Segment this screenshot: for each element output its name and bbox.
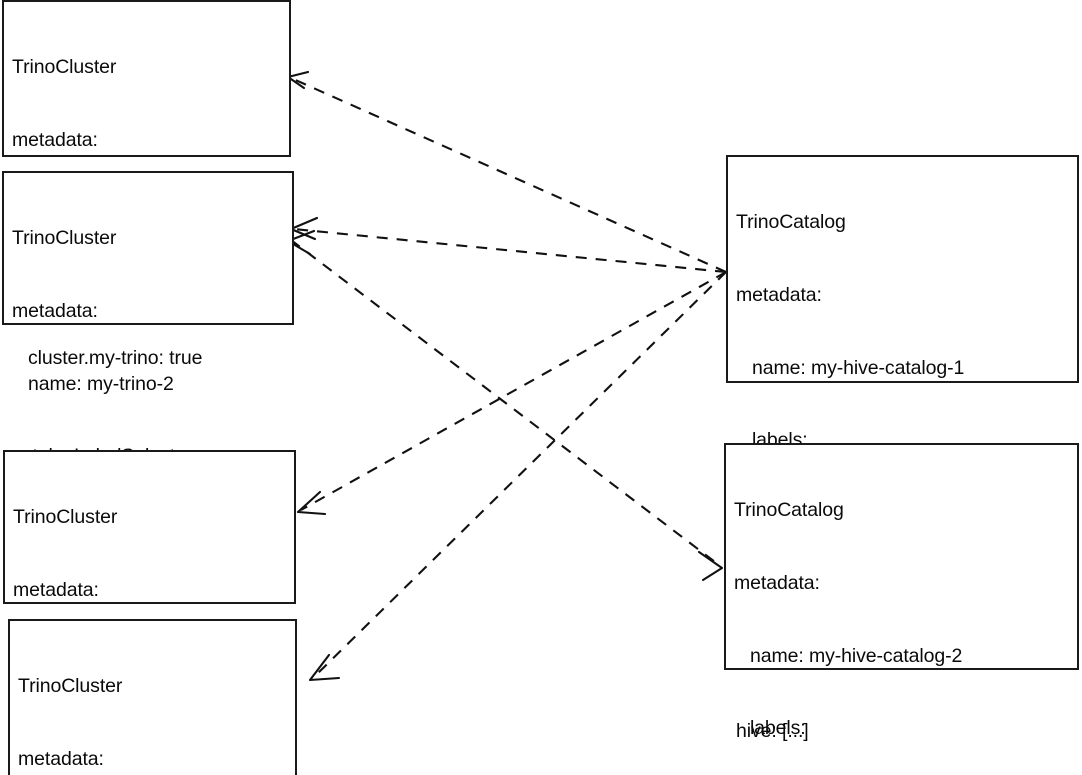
edge-catalog1-to-my-trino-green bbox=[308, 271, 727, 682]
node-selector-value: cluster.my-trino: true bbox=[12, 346, 203, 369]
node-kind-label: TrinoCluster bbox=[18, 675, 123, 698]
arrowhead-icon bbox=[308, 653, 341, 682]
edge-catalog1-to-my-trino-2 bbox=[289, 216, 727, 274]
node-name-value: name: my-hive-catalog-1 bbox=[736, 356, 965, 379]
node-connector-key: hive: [...] bbox=[736, 719, 809, 742]
node-kind-label: TrinoCatalog bbox=[734, 499, 844, 522]
edge-catalog1-to-my-trino bbox=[286, 70, 727, 273]
edge-catalog1-to-my-trino-blue bbox=[296, 271, 727, 516]
node-body: TrinoCluster metadata: name: my-trino-gr… bbox=[18, 626, 291, 775]
arrowhead-icon bbox=[697, 550, 724, 582]
node-cluster-my-trino-2[interactable]: TrinoCluster metadata: name: my-trino-2 … bbox=[2, 171, 294, 540]
edge-line bbox=[293, 227, 727, 274]
node-kind-label: TrinoCatalog bbox=[736, 211, 846, 234]
node-labels-key: labels: bbox=[734, 717, 806, 740]
edge-line bbox=[300, 271, 727, 511]
edge-line bbox=[312, 271, 727, 679]
node-metadata-key: metadata: bbox=[12, 300, 98, 323]
node-catalog-my-hive-catalog-1[interactable]: TrinoCatalog metadata: name: my-hive-cat… bbox=[726, 155, 1079, 742]
node-metadata-key: metadata: bbox=[12, 129, 98, 152]
node-metadata-key: metadata: bbox=[18, 748, 104, 771]
node-cluster-my-trino-green[interactable]: TrinoCluster metadata: name: my-trino-gr… bbox=[8, 619, 297, 775]
edge-line bbox=[290, 239, 720, 566]
node-name-value: name: my-hive-catalog-2 bbox=[734, 644, 963, 667]
node-body: TrinoCatalog metadata: name: my-hive-cat… bbox=[734, 450, 1073, 775]
node-catalog-my-hive-catalog-2[interactable]: TrinoCatalog metadata: name: my-hive-cat… bbox=[724, 443, 1079, 739]
node-kind-label: TrinoCluster bbox=[12, 56, 117, 79]
node-cluster-my-trino[interactable]: TrinoCluster metadata: name: my-trino ca… bbox=[2, 0, 291, 369]
node-kind-label: TrinoCluster bbox=[13, 506, 118, 529]
node-metadata-key: metadata: bbox=[736, 284, 822, 307]
edge-line bbox=[290, 77, 727, 273]
node-kind-label: TrinoCluster bbox=[12, 227, 117, 250]
arrowhead-icon bbox=[296, 490, 327, 516]
node-metadata-key: metadata: bbox=[734, 572, 820, 595]
node-metadata-key: metadata: bbox=[13, 579, 99, 602]
edge-catalog2-to-my-trino-2 bbox=[286, 229, 724, 582]
node-cluster-my-trino-blue[interactable]: TrinoCluster metadata: name: my-trino-bl… bbox=[3, 450, 296, 746]
node-name-value: name: my-trino-2 bbox=[12, 372, 174, 395]
